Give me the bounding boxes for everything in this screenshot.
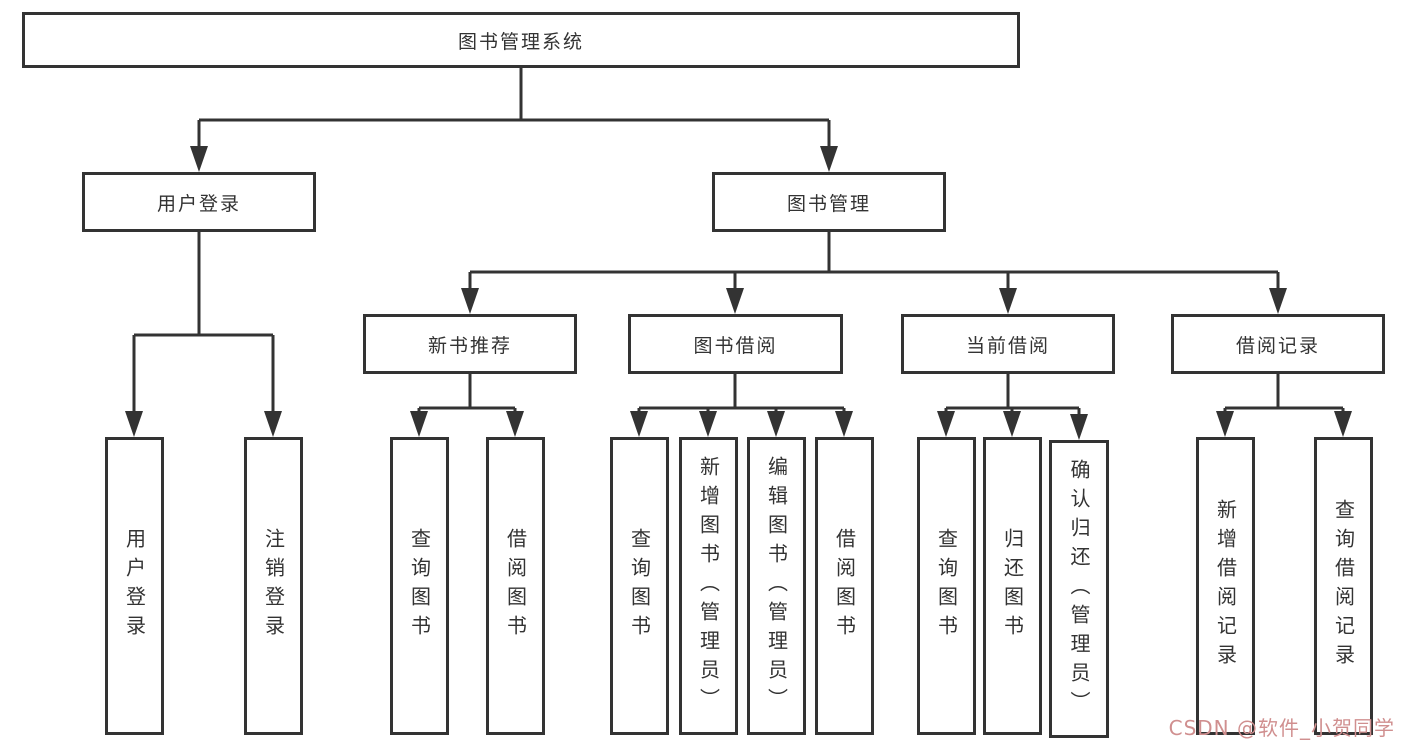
leaf-query-books-borrow: 查询图书 (610, 437, 669, 735)
node-borrow-records: 借阅记录 (1171, 314, 1385, 374)
connector-root-to-level2 (190, 68, 838, 172)
leaf-borrow-books-recommend: 借阅图书 (486, 437, 545, 735)
leaf-edit-books-admin: 编辑图书（管理员） (747, 437, 806, 735)
leaf-add-borrow-record: 新增借阅记录 (1196, 437, 1255, 735)
node-user-login: 用户登录 (82, 172, 316, 232)
connector-user-login-to-leaves (125, 232, 282, 437)
connector-book-borrow-to-leaves (630, 374, 853, 437)
connector-new-book-to-leaves (410, 374, 524, 437)
leaf-return-books: 归还图书 (983, 437, 1042, 735)
leaf-query-books-recommend: 查询图书 (390, 437, 449, 735)
node-book-management-system: 图书管理系统 (22, 12, 1020, 68)
leaf-user-login: 用户登录 (105, 437, 164, 735)
leaf-add-books-admin: 新增图书（管理员） (679, 437, 738, 735)
csdn-watermark: CSDN @软件_小贺同学 (1168, 716, 1395, 740)
connector-current-borrow-to-leaves (937, 374, 1088, 440)
node-current-borrow: 当前借阅 (901, 314, 1115, 374)
connector-borrow-records-to-leaves (1216, 374, 1352, 437)
connector-book-mgmt-to-level3 (461, 232, 1287, 314)
node-book-management: 图书管理 (712, 172, 946, 232)
leaf-query-books-current: 查询图书 (917, 437, 976, 735)
leaf-logout: 注销登录 (244, 437, 303, 735)
node-new-book-recommend: 新书推荐 (363, 314, 577, 374)
leaf-confirm-return-admin: 确认归还（管理员） (1049, 440, 1109, 738)
leaf-query-borrow-record: 查询借阅记录 (1314, 437, 1373, 735)
node-book-borrow: 图书借阅 (628, 314, 843, 374)
leaf-borrow-books: 借阅图书 (815, 437, 874, 735)
